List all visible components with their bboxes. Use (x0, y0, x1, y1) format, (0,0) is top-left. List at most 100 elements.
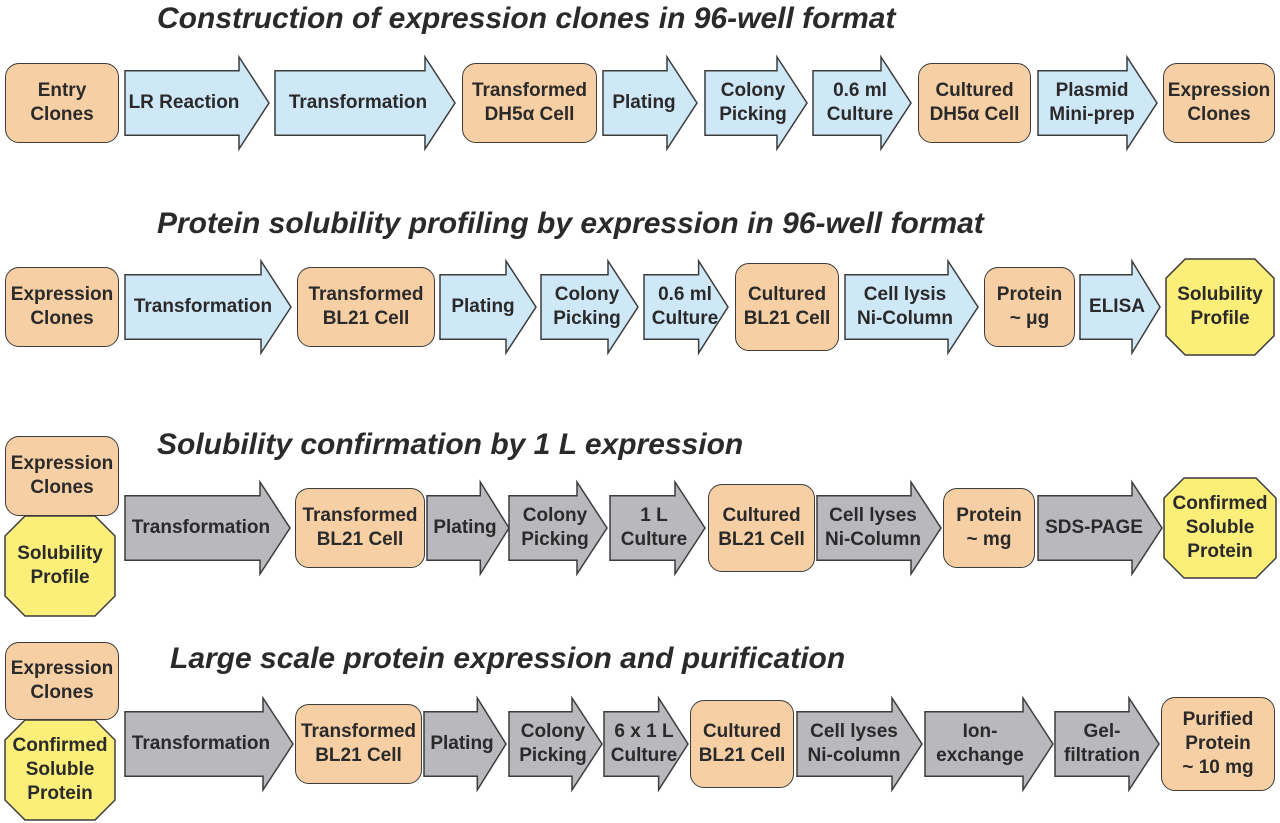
arrow-shape (704, 54, 808, 152)
arrow-label: Colony Picking (519, 721, 587, 766)
shape-outline (124, 258, 292, 356)
transformed-bl21-cell-box: Transformed BL21 Cell (295, 704, 422, 784)
plating-arrow: Plating (426, 479, 510, 577)
arrow-shape (426, 479, 510, 577)
arrow-shape (124, 54, 270, 152)
shape-outline (816, 479, 942, 577)
row3-title: Solubility confirmation by 1 L expressio… (157, 428, 744, 461)
shape-outline (426, 479, 510, 577)
octagon-shape (1163, 477, 1277, 579)
shape-outline (540, 258, 639, 356)
colony-picking-arrow: Colony Picking (508, 479, 608, 577)
arrow-shape (508, 695, 603, 793)
transformation-arrow: Transformation (124, 695, 294, 793)
shape-outline (1165, 258, 1275, 356)
shape-outline (603, 695, 689, 793)
arrow-label: Transformation (288, 92, 428, 113)
shape-outline (439, 258, 537, 356)
plating-arrow: Plating (439, 258, 537, 356)
solubility-profile-octagon: Solubility Profile (1165, 258, 1275, 356)
ion-exchange-arrow: Ion- exchange (924, 695, 1054, 793)
arrow-shape (540, 258, 639, 356)
arrow-label: Cell lyses Ni-column (807, 721, 901, 766)
shape-outline (1037, 479, 1163, 577)
arrow-label: Plasmid Mini-prep (1049, 80, 1135, 125)
expression-clones-box: Expression Clones (1163, 63, 1275, 143)
arrow-shape (844, 258, 979, 356)
arrow-label: Transformation (133, 296, 273, 317)
arrow-shape (609, 479, 706, 577)
arrow-shape (124, 695, 294, 793)
arrow-label: Colony Picking (719, 80, 787, 125)
shape-outline (796, 695, 923, 793)
octagon-label: Solubility Profile (17, 543, 103, 588)
arrow-label: 1 L Culture (620, 505, 688, 550)
cell-lysis-ni-column-arrow: Cell lysis Ni-Column (844, 258, 979, 356)
shape-outline (508, 695, 603, 793)
arrow-label: Ion- exchange (936, 721, 1024, 766)
cultured-bl21-cell-box: Cultured BL21 Cell (735, 263, 839, 351)
arrow-shape (423, 695, 507, 793)
shape-outline (423, 695, 507, 793)
transformation-arrow: Transformation (124, 258, 292, 356)
arrow-label: ELISA (1089, 296, 1145, 317)
arrow-label: Gel- filtration (1064, 721, 1140, 766)
shape-outline (1079, 258, 1161, 356)
arrow-shape (1054, 695, 1160, 793)
octagon-label: Solubility Profile (1177, 284, 1263, 329)
arrow-label: Transformation (131, 733, 271, 754)
shape-outline (1037, 54, 1158, 152)
arrow-shape (1079, 258, 1161, 356)
arrow-shape (796, 695, 923, 793)
arrow-shape (603, 695, 689, 793)
expression-clones-input-box: Expression Clones (5, 642, 119, 720)
shape-outline (4, 515, 116, 617)
expression-clones-input-box: Expression Clones (5, 436, 119, 516)
arrow-shape (643, 258, 729, 356)
arrow-label: Cell lysis Ni-Column (856, 284, 954, 329)
arrow-label: Colony Picking (553, 284, 621, 329)
arrow-shape (812, 54, 912, 152)
arrow-label: Plating (430, 733, 494, 754)
shape-outline (4, 719, 116, 821)
solubility-profile-input-octagon: Solubility Profile (4, 515, 116, 617)
arrow-shape (924, 695, 1054, 793)
cultured-dh5a-cell-box: Cultured DH5α Cell (918, 63, 1031, 143)
colony-picking-arrow: Colony Picking (704, 54, 808, 152)
gel-filtration-arrow: Gel- filtration (1054, 695, 1160, 793)
culture-6x1l-arrow: 6 x 1 L Culture (603, 695, 689, 793)
shape-outline (643, 258, 729, 356)
shape-outline (924, 695, 1054, 793)
cell-lyses-ni-column-arrow: Cell lyses Ni-Column (816, 479, 942, 577)
shape-outline (812, 54, 912, 152)
arrow-shape (124, 479, 291, 577)
arrow-label: Cell lyses Ni-Column (824, 505, 922, 550)
purified-protein-box: Purified Protein ~ 10 mg (1161, 697, 1275, 791)
confirmed-soluble-protein-octagon: Confirmed Soluble Protein (1163, 477, 1277, 579)
arrow-label: 0.6 ml Culture (826, 80, 894, 125)
octagon-shape (4, 719, 116, 821)
arrow-label: Colony Picking (521, 505, 589, 550)
arrow-label: Plating (433, 517, 497, 538)
transformed-bl21-cell-box: Transformed BL21 Cell (297, 267, 435, 347)
culture-0-6ml-arrow: 0.6 ml Culture (812, 54, 912, 152)
arrow-label: 0.6 ml Culture (651, 284, 719, 329)
shape-outline (1054, 695, 1160, 793)
shape-outline (1163, 477, 1277, 579)
transformation-arrow: Transformation (274, 54, 456, 152)
colony-picking-arrow: Colony Picking (540, 258, 639, 356)
transformed-bl21-cell-box: Transformed BL21 Cell (295, 488, 425, 568)
shape-outline (124, 695, 294, 793)
transformation-arrow: Transformation (124, 479, 291, 577)
lr-reaction-arrow: LR Reaction (124, 54, 270, 152)
arrow-shape (602, 54, 698, 152)
colony-picking-arrow: Colony Picking (508, 695, 603, 793)
cultured-bl21-cell-box: Cultured BL21 Cell (708, 484, 815, 572)
shape-outline (124, 54, 270, 152)
arrow-label: Transformation (131, 517, 271, 538)
protein-ug-box: Protein ~ μg (984, 267, 1075, 347)
arrow-label: Plating (612, 92, 676, 113)
protein-mg-box: Protein ~ mg (943, 488, 1035, 568)
plating-arrow: Plating (602, 54, 698, 152)
shape-outline (508, 479, 608, 577)
